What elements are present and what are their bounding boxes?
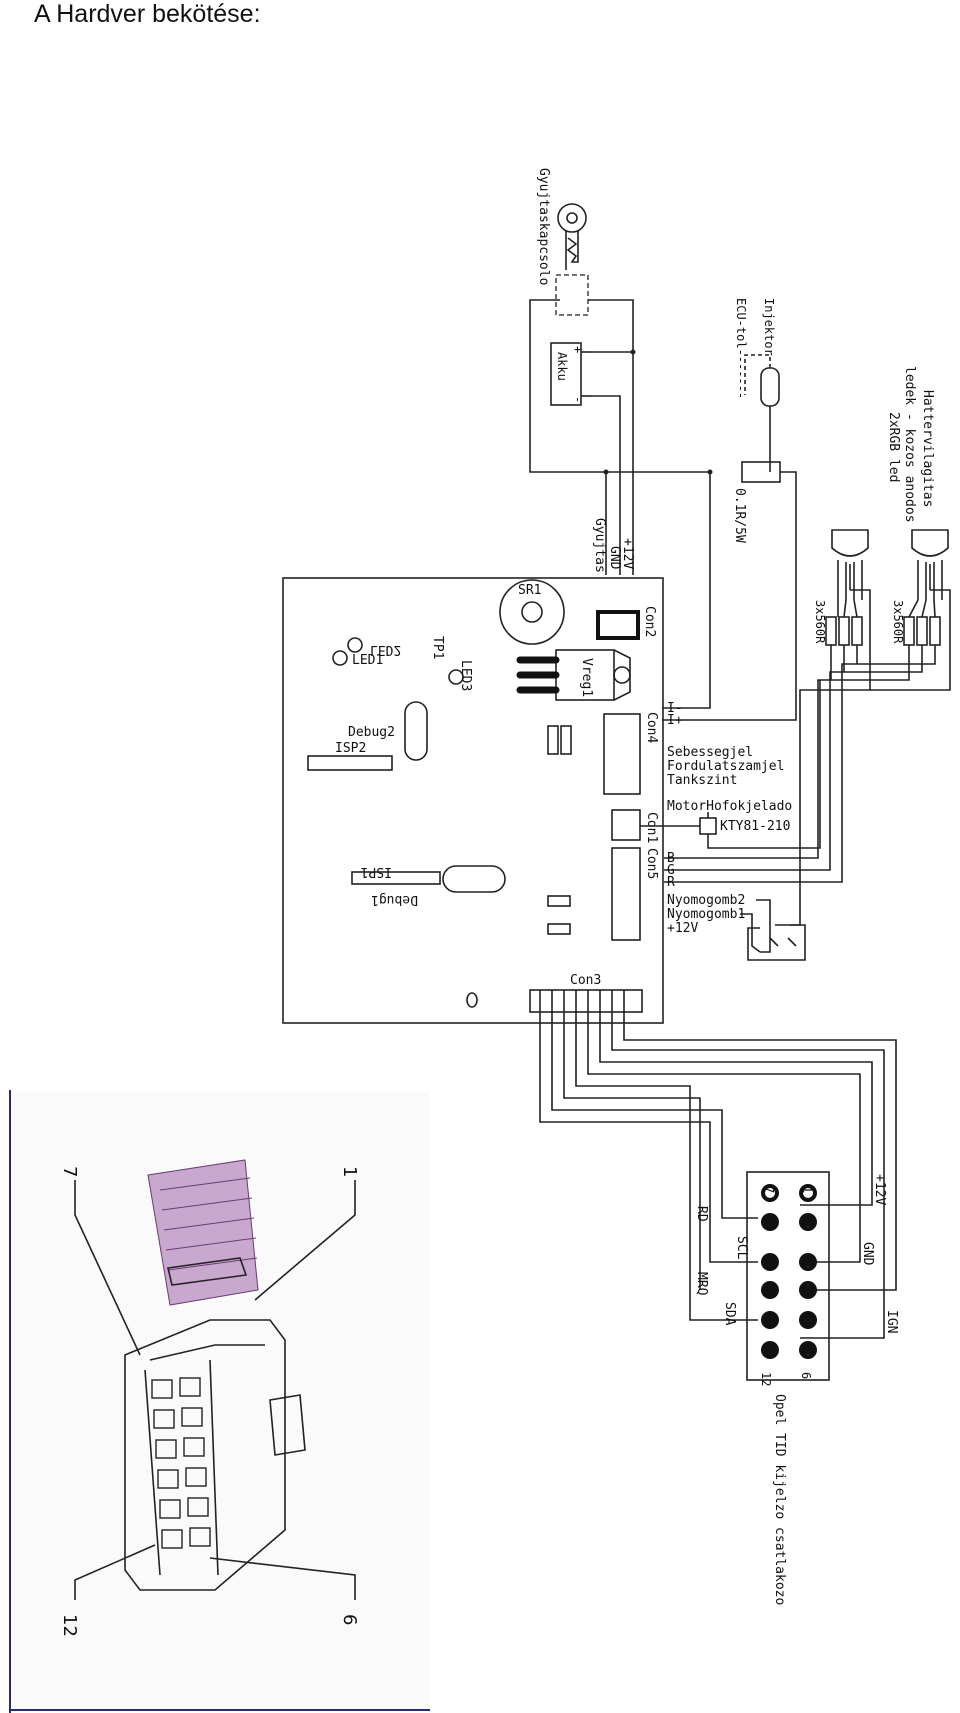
con2-label: Con2 (642, 606, 657, 637)
photo-label-7: 7 (59, 1166, 80, 1177)
vreg1-label: Vreg1 (579, 658, 594, 697)
sda-label: SDA (722, 1302, 737, 1326)
shunt-label: 0.1R/5W (732, 488, 747, 543)
con1-label: Con1 (644, 812, 659, 843)
injector-label: Injektor (762, 298, 776, 356)
ignition-switch-label: Gyujtaskapcsolo (536, 168, 551, 285)
engine-temp-label: MotorHofokjelado (667, 799, 792, 814)
plus12v-top-label: +12V (620, 538, 635, 569)
i-minus-label: I- (667, 701, 683, 716)
photo-label-6: 6 (339, 1614, 360, 1625)
voltage-regulator-icon (516, 649, 631, 701)
buzzer-sr1 (499, 579, 565, 645)
g-label: G (667, 863, 675, 878)
pcb-board (282, 577, 664, 1024)
pin6-label: 6 (799, 1372, 813, 1379)
connector-photo (9, 1090, 430, 1713)
push-button-icon (740, 899, 806, 961)
plus12v-conn-label: +12V (872, 1174, 887, 1205)
opel-tid-connector (746, 1171, 830, 1381)
isp1-connector (351, 871, 441, 885)
i-plus-label: I+ (667, 713, 683, 728)
battery-icon (550, 342, 592, 406)
pin12-label: 12 (759, 1372, 773, 1386)
con5-label: Con5 (644, 848, 659, 879)
tank-level-label: Tankszint (667, 773, 737, 788)
debug1-connector (442, 865, 506, 893)
button2-label: Nyomogomb2 (667, 893, 745, 908)
rpm-signal-label: Fordulatszamjel (667, 759, 784, 774)
battery-plus: + (571, 346, 585, 353)
scl-label: SCL (734, 1236, 749, 1260)
battery-minus: - (571, 396, 585, 403)
backlight-label-2: ledek - kozos anodos (902, 366, 917, 523)
pin1-label: 1 (800, 1186, 814, 1193)
backlight-label-1: Hattervilagitas (920, 390, 935, 507)
gnd-conn-label: GND (860, 1242, 875, 1266)
isp2-connector (307, 755, 393, 771)
shunt-resistor (741, 461, 781, 483)
backlight-label-3: 2xRGB led (886, 412, 901, 482)
isp2-label: ISP2 (335, 741, 366, 756)
opel-tid-label: Opel TID kijelzo csatlakozo (772, 1394, 787, 1605)
rd-label: RD (694, 1206, 709, 1222)
debug2-connector (404, 701, 428, 761)
resistor-array-2 (903, 616, 941, 646)
pin7-label: 7 (762, 1186, 776, 1193)
resistor-label-1: 3x560R (813, 600, 827, 644)
con4-connector (603, 713, 641, 795)
sr1-label: SR1 (518, 583, 541, 598)
con5-connector (611, 847, 641, 941)
con3-connector (529, 989, 643, 1013)
debug2-label: Debug2 (348, 725, 395, 740)
ignition-key-icon (555, 203, 589, 316)
resistor-array-1 (825, 616, 863, 646)
temp-sensor (699, 817, 717, 835)
injector-icon (760, 367, 780, 407)
led3-label: LED3 (458, 660, 473, 691)
led1-label: LED1 (352, 653, 383, 668)
photo-label-1: 1 (339, 1166, 360, 1177)
kty-label: KTY81-210 (720, 819, 790, 834)
button1-label: Nyomogomb1 (667, 907, 745, 922)
con4-label: Con4 (644, 712, 659, 743)
ignition-wire-label: Gyujtas (592, 518, 607, 573)
battery-label: Akku (555, 352, 569, 381)
con1-connector (611, 809, 641, 841)
resistor-label-2: 3x560R (891, 600, 905, 644)
ecu-label: ECU-tol------- (734, 298, 748, 399)
b-label: B (667, 851, 675, 866)
debug1-label: Debug1 (371, 892, 418, 907)
tp1-label: TP1 (430, 636, 445, 659)
speed-signal-label: Sebessegjel (667, 745, 753, 760)
r-label: R (667, 875, 675, 890)
gnd-top-label: GND (607, 546, 622, 570)
mrq-label: MRQ (694, 1272, 709, 1296)
rgb-led-icon (831, 529, 949, 600)
connector-pins (761, 1184, 817, 1359)
photo-label-12: 12 (59, 1614, 80, 1637)
ign-label: IGN (884, 1310, 899, 1333)
led2-label: LED2 (370, 642, 401, 657)
plus12v-button-label: +12V (667, 921, 698, 936)
con3-label: Con3 (570, 973, 601, 988)
page-title: A Hardver bekötése: (34, 0, 261, 28)
